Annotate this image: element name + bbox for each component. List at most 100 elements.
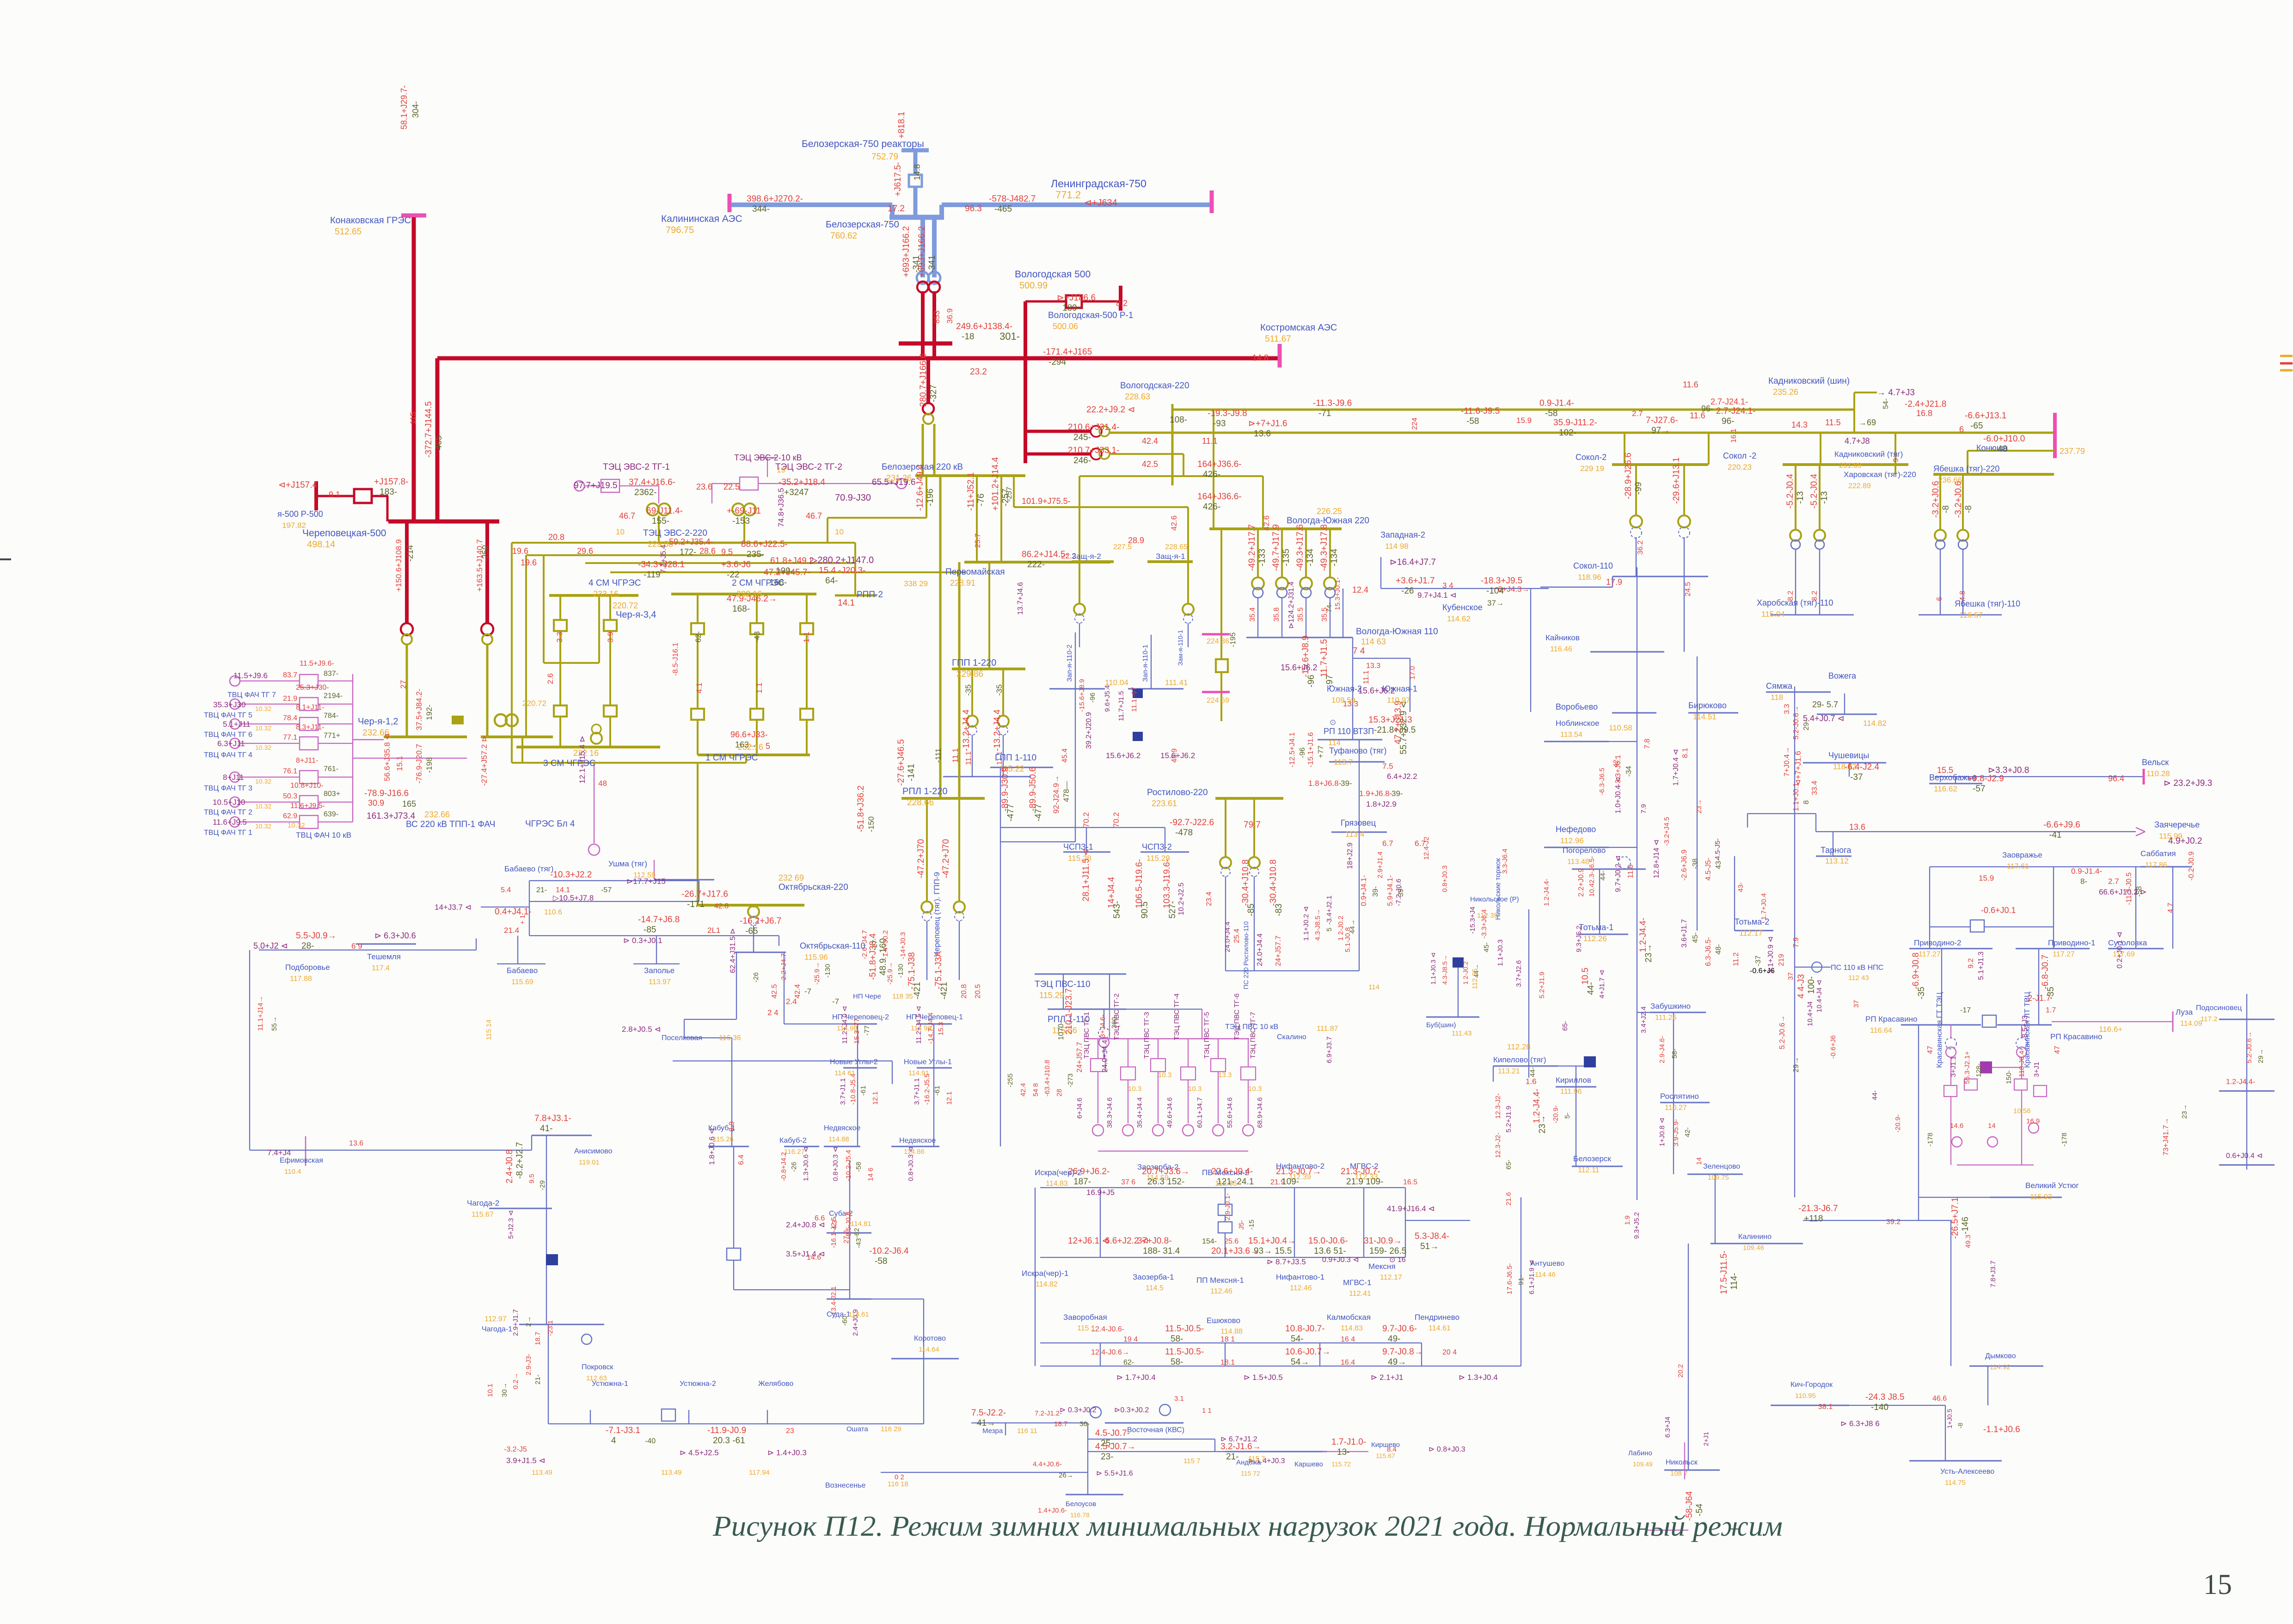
svg-text:1.8+J0.6 ⊲: 1.8+J0.6 ⊲ xyxy=(708,1128,716,1165)
svg-text:39-: 39- xyxy=(1392,789,1403,798)
svg-text:-58: -58 xyxy=(2135,886,2143,897)
svg-text:784-: 784- xyxy=(324,712,338,720)
svg-text:96-: 96- xyxy=(1701,404,1713,413)
svg-text:91-: 91- xyxy=(1517,1275,1525,1285)
svg-text:280.7+J166.6: 280.7+J166.6 xyxy=(919,353,928,407)
svg-text:66.6+J10.2 ⊳: 66.6+J10.2 ⊳ xyxy=(2099,888,2147,896)
svg-text:114 63: 114 63 xyxy=(1361,637,1386,646)
svg-text:Защ-я-2: Защ-я-2 xyxy=(1072,552,1101,561)
svg-text:-171: -171 xyxy=(687,900,705,909)
svg-text:42.8: 42.8 xyxy=(714,902,729,910)
svg-text:-2.2+J4.7: -2.2+J4.7 xyxy=(780,953,788,982)
svg-text:220.72: 220.72 xyxy=(522,699,546,708)
svg-text:⊳+7+J1.6: ⊳+7+J1.6 xyxy=(1248,419,1288,429)
svg-text:-34: -34 xyxy=(1625,766,1633,777)
svg-text:Чагода-1: Чагода-1 xyxy=(482,1325,512,1333)
svg-text:154-: 154- xyxy=(1202,1238,1217,1245)
svg-text:36.2: 36.2 xyxy=(1637,540,1644,555)
svg-text:39-: 39- xyxy=(1341,779,1352,788)
svg-text:3.1: 3.1 xyxy=(1174,1395,1184,1403)
svg-text:-92.7-J22.6: -92.7-J22.6 xyxy=(1170,818,1214,827)
svg-text:Искра(чер)-2: Искра(чер)-2 xyxy=(1035,1168,1081,1177)
svg-text:Харовская (тяг)-220: Харовская (тяг)-220 xyxy=(1844,470,1916,479)
svg-text:35.4+J4.4: 35.4+J4.4 xyxy=(1136,1097,1144,1128)
svg-text:1.1: 1.1 xyxy=(802,631,811,643)
svg-text:Красавинская ГТ ТЭЦ: Красавинская ГТ ТЭЦ xyxy=(1936,992,1944,1068)
svg-text:-40: -40 xyxy=(645,1437,656,1445)
svg-text:108-: 108- xyxy=(1170,415,1187,425)
svg-text:⊳ 6.3+J0.6: ⊳ 6.3+J0.6 xyxy=(374,931,416,940)
svg-text:12+J6.1 ⊲: 12+J6.1 ⊲ xyxy=(1068,1236,1109,1246)
svg-text:114.5: 114.5 xyxy=(1146,1284,1164,1292)
svg-text:15.1: 15.1 xyxy=(395,756,404,771)
svg-text:114 98: 114 98 xyxy=(1385,542,1409,551)
svg-text:-178: -178 xyxy=(1926,1133,1934,1146)
svg-text:8.4: 8.4 xyxy=(1387,1446,1397,1453)
svg-text:115 7: 115 7 xyxy=(1183,1457,1200,1465)
svg-text:97→: 97→ xyxy=(1651,426,1670,435)
svg-text:65-: 65- xyxy=(1505,1159,1513,1170)
svg-text:-7.2-J0.6: -7.2-J0.6 xyxy=(1395,879,1403,906)
svg-text:Нифантово-2: Нифантово-2 xyxy=(1276,1162,1324,1171)
svg-text:-8: -8 xyxy=(1964,505,1974,513)
svg-text:118 35: 118 35 xyxy=(892,993,913,1000)
svg-text:Усть-Алексеево: Усть-Алексеево xyxy=(1940,1468,1994,1476)
svg-text:23.4: 23.4 xyxy=(1205,892,1213,906)
svg-text:112.46: 112.46 xyxy=(1210,1287,1232,1295)
svg-text:114.64: 114.64 xyxy=(919,1346,939,1354)
svg-text:229.86: 229.86 xyxy=(956,669,983,679)
svg-text:-8: -8 xyxy=(1956,1422,1964,1428)
svg-text:-30.4+J10.8: -30.4+J10.8 xyxy=(1241,859,1251,906)
svg-text:65-: 65- xyxy=(1561,1021,1569,1031)
svg-text:2.7: 2.7 xyxy=(1632,409,1643,418)
svg-text:-2.4+J21.8: -2.4+J21.8 xyxy=(1905,399,1946,409)
svg-text:6.7: 6.7 xyxy=(1382,839,1393,848)
svg-text:10.56: 10.56 xyxy=(2013,1107,2031,1115)
svg-text:-51.8+J36.2: -51.8+J36.2 xyxy=(856,785,866,832)
svg-text:17.5-J11.5-: 17.5-J11.5- xyxy=(1719,1250,1729,1294)
svg-text:Вожега: Вожега xyxy=(1828,671,1857,680)
svg-text:70.9-J30: 70.9-J30 xyxy=(835,493,871,503)
svg-text:Сокол -2: Сокол -2 xyxy=(1723,451,1756,460)
svg-text:Недвяское: Недвяское xyxy=(824,1124,861,1132)
svg-text:Ябешка (тяг)-220: Ябешка (тяг)-220 xyxy=(1933,464,1999,473)
svg-text:150-: 150- xyxy=(2005,1070,2013,1084)
svg-text:20.8: 20.8 xyxy=(960,984,968,999)
svg-text:Недвяское: Недвяское xyxy=(899,1137,936,1145)
svg-text:4.7+J8: 4.7+J8 xyxy=(1845,436,1870,446)
svg-text:Ленинградская-750: Ленинградская-750 xyxy=(1051,178,1146,190)
svg-text:117.2: 117.2 xyxy=(2201,1015,2217,1023)
svg-text:Желябово: Желябово xyxy=(758,1380,793,1388)
svg-text:0.9-J1.4-: 0.9-J1.4- xyxy=(1539,398,1574,408)
svg-text:10.8+J10-: 10.8+J10- xyxy=(290,782,324,790)
svg-text:115.69: 115.69 xyxy=(511,978,533,986)
svg-text:54-: 54- xyxy=(1882,398,1890,409)
svg-text:44-: 44- xyxy=(1529,1067,1537,1077)
svg-text:-0.6+J6: -0.6+J6 xyxy=(1750,967,1775,975)
svg-text:⊳ 2.1+J1: ⊳ 2.1+J1 xyxy=(1371,1373,1403,1382)
svg-text:11.5-J0.5-: 11.5-J0.5- xyxy=(1165,1324,1204,1334)
svg-text:-7: -7 xyxy=(804,987,811,996)
svg-text:-43: -43 xyxy=(855,1238,863,1248)
svg-text:1.1+J0.2 ⊲: 1.1+J0.2 ⊲ xyxy=(1302,906,1310,941)
svg-text:11.6+J9.5-: 11.6+J9.5- xyxy=(290,802,325,810)
svg-text:Заячеречье: Заячеречье xyxy=(2154,820,2200,829)
svg-text:111.87: 111.87 xyxy=(1317,1025,1338,1033)
svg-text:ТЭЦ ЭВС-2-10 кВ: ТЭЦ ЭВС-2-10 кВ xyxy=(734,453,802,462)
svg-text:9: 9 xyxy=(1892,458,1900,462)
svg-text:Никольск: Никольск xyxy=(1666,1459,1698,1466)
svg-text:я-500 Р-500: я-500 Р-500 xyxy=(277,509,323,519)
svg-text:8.2: 8.2 xyxy=(1787,591,1795,601)
svg-text:232.66: 232.66 xyxy=(424,810,450,819)
svg-text:114.88: 114.88 xyxy=(1220,1328,1243,1336)
svg-text:J5-: J5- xyxy=(1238,1220,1245,1230)
svg-text:344-: 344- xyxy=(752,204,770,214)
svg-text:114 46: 114 46 xyxy=(1535,1271,1556,1279)
svg-text:-76: -76 xyxy=(976,494,986,506)
svg-text:5.2-J0.6→: 5.2-J0.6→ xyxy=(2245,1031,2253,1063)
svg-text:5: 5 xyxy=(766,742,770,751)
svg-text:35.3+J30: 35.3+J30 xyxy=(213,700,245,709)
svg-text:527-: 527- xyxy=(1168,901,1177,919)
svg-text:28.9: 28.9 xyxy=(1128,536,1144,545)
svg-text:4: 4 xyxy=(611,1436,616,1446)
